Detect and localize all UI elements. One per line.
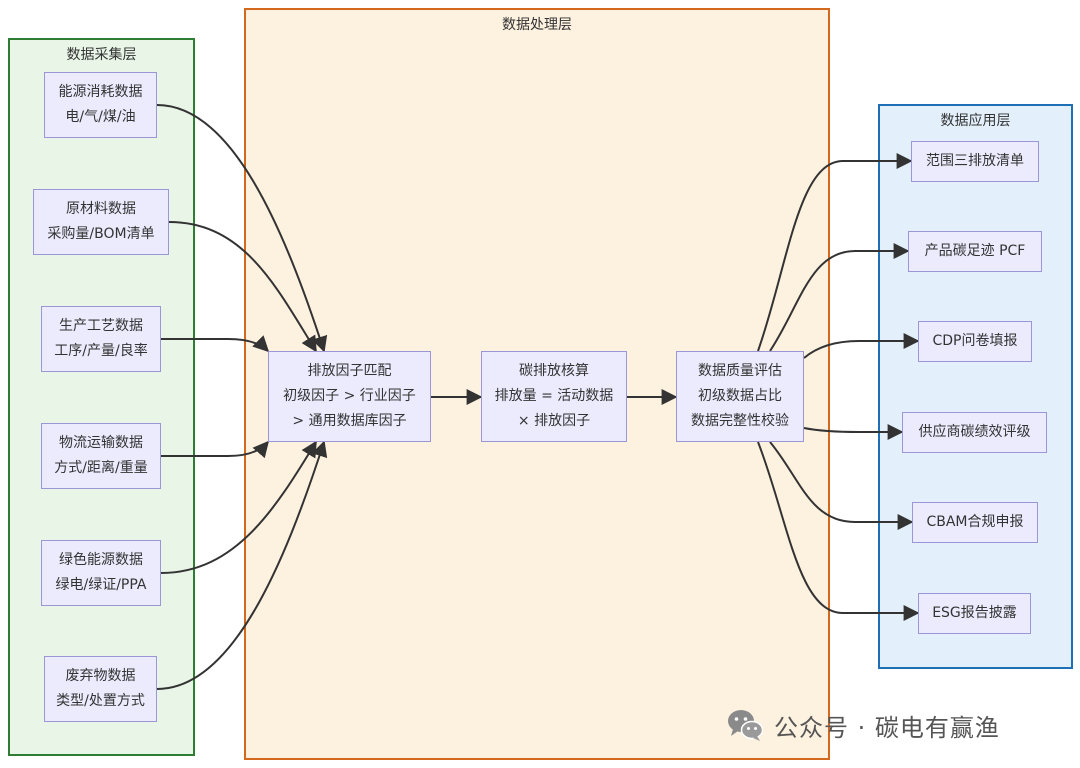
energy-label-line-1: 能源消耗数据: [58, 84, 143, 100]
production-label-line-2: 工序/产量/良率: [54, 343, 148, 359]
edge-waste-to-factor: [156, 440, 328, 690]
edge-quality-to-supplier: [803, 424, 904, 440]
pcf-label-line-1: 产品碳足迹 PCF: [924, 243, 1026, 259]
factor-label-line-1: 排放因子匹配: [307, 363, 392, 379]
edge-quality-to-pcf: [769, 243, 910, 352]
material-label-line-1: 原材料数据: [66, 201, 136, 217]
wechat-icon: [728, 710, 764, 741]
edge-logistics-to-factor: [161, 440, 270, 459]
edge-quality-to-cdp: [803, 333, 920, 359]
node-raw-material[interactable]: 原材料数据采购量/BOM清单: [33, 189, 169, 255]
node-carbon-accounting[interactable]: 碳排放核算排放量 = 活动数据 × 排放因子: [481, 351, 627, 442]
cbam-label-line-1: CBAM合规申报: [926, 514, 1024, 530]
data-application-layer-title: 数据应用层: [940, 113, 1011, 129]
esg-label-line-1: ESG报告披露: [932, 605, 1017, 621]
node-esg-disclosure[interactable]: ESG报告披露: [918, 593, 1031, 634]
node-scope3-inventory[interactable]: 范围三排放清单: [911, 141, 1039, 182]
data-collection-layer: 数据采集层: [8, 38, 195, 756]
data-collection-layer-title: 数据采集层: [66, 47, 137, 63]
calc-label-line-2: 排放量 = 活动数据: [494, 388, 614, 404]
node-green-energy[interactable]: 绿色能源数据绿电/绿证/PPA: [41, 540, 161, 606]
edge-green-to-factor: [160, 440, 317, 574]
cdp-label-line-1: CDP问卷填报: [932, 333, 1018, 349]
watermark-text: 公众号 · 碳电有赢渔: [774, 713, 1000, 742]
edge-production-to-factor: [161, 335, 270, 353]
waste-label-line-1: 废弃物数据: [65, 668, 136, 684]
node-emission-factor-matching[interactable]: 排放因子匹配初级因子 > 行业因子 > 通用数据库因子: [268, 351, 431, 442]
energy-label-line-2: 电/气/煤/油: [65, 109, 136, 125]
quality-label-line-2: 初级数据占比: [698, 388, 782, 404]
factor-label-line-3: > 通用数据库因子: [292, 413, 407, 429]
node-supplier-rating[interactable]: 供应商碳绩效评级: [902, 412, 1047, 453]
logistics-label-line-1: 物流运输数据: [59, 435, 143, 451]
factor-label-line-2: 初级因子 > 行业因子: [283, 388, 416, 404]
edge-quality-to-esg: [757, 441, 920, 621]
quality-label-line-3: 数据完整性校验: [691, 413, 789, 429]
logistics-label-line-2: 方式/距离/重量: [54, 460, 148, 476]
scope3-label-line-1: 范围三排放清单: [926, 153, 1024, 169]
data-processing-layer-title: 数据处理层: [502, 17, 572, 33]
green-label-line-1: 绿色能源数据: [59, 552, 143, 568]
node-waste[interactable]: 废弃物数据类型/处置方式: [44, 656, 157, 722]
node-production-process[interactable]: 生产工艺数据工序/产量/良率: [41, 306, 161, 372]
waste-label-line-2: 类型/处置方式: [56, 693, 145, 709]
production-label-line-1: 生产工艺数据: [59, 318, 143, 334]
data-application-layer: 数据应用层: [878, 104, 1073, 669]
edge-quality-to-scope3: [757, 153, 913, 352]
edge-energy-to-factor: [156, 104, 328, 353]
node-product-carbon-footprint[interactable]: 产品碳足迹 PCF: [908, 231, 1042, 272]
node-energy-consumption[interactable]: 能源消耗数据电/气/煤/油: [44, 72, 157, 138]
node-data-quality-assessment[interactable]: 数据质量评估初级数据占比数据完整性校验: [676, 351, 804, 442]
calc-label-line-1: 碳排放核算: [519, 363, 589, 379]
material-label-line-2: 采购量/BOM清单: [47, 226, 155, 242]
node-cdp-questionnaire[interactable]: CDP问卷填报: [918, 321, 1032, 362]
supplier-label-line-1: 供应商碳绩效评级: [918, 424, 1031, 440]
edge-quality-to-cbam: [769, 441, 914, 530]
calc-label-line-3: × 排放因子: [517, 413, 591, 429]
edge-material-to-factor: [168, 221, 317, 353]
node-cbam-declaration[interactable]: CBAM合规申报: [912, 502, 1038, 543]
node-logistics[interactable]: 物流运输数据方式/距离/重量: [41, 423, 161, 489]
green-label-line-2: 绿电/绿证/PPA: [55, 577, 147, 593]
quality-label-line-1: 数据质量评估: [698, 363, 782, 379]
watermark: 公众号 · 碳电有赢渔: [726, 705, 1000, 745]
